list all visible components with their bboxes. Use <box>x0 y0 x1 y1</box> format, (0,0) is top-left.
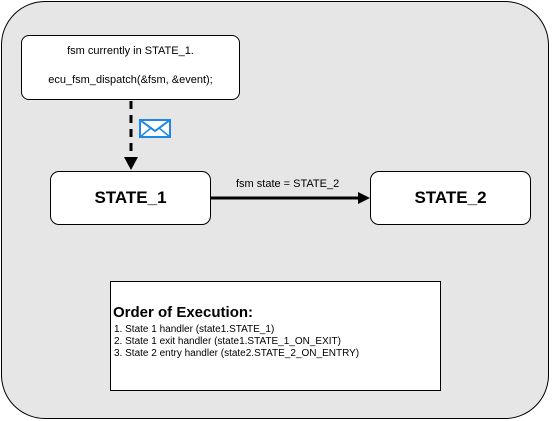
order-item: 1. State 1 handler (state1.STATE_1) <box>114 324 275 335</box>
envelope-icon <box>139 119 171 138</box>
note-status-text: fsm currently in STATE_1. <box>67 45 194 57</box>
order-item: 3. State 2 entry handler (state2.STATE_2… <box>114 348 360 359</box>
order-of-execution-box: Order of Execution: 1. State 1 handler (… <box>110 281 441 391</box>
order-item: 2. State 1 exit handler (state1.STATE_1_… <box>114 336 341 347</box>
dispatch-note: fsm currently in STATE_1. ecu_fsm_dispat… <box>21 35 240 100</box>
state-1-label: STATE_1 <box>94 188 167 207</box>
note-dispatch-call: ecu_fsm_dispatch(&fsm, &event); <box>48 74 213 86</box>
state-2-node: STATE_2 <box>370 171 531 225</box>
state-1-node: STATE_1 <box>50 171 211 225</box>
transition-arrowhead <box>358 192 370 204</box>
state-2-label: STATE_2 <box>414 188 487 207</box>
event-dispatch-arrowhead <box>124 157 138 170</box>
order-title: Order of Execution: <box>113 304 254 321</box>
order-list: 1. State 1 handler (state1.STATE_1) 2. S… <box>114 324 359 360</box>
transition-label: fsm state = STATE_2 <box>236 178 340 190</box>
